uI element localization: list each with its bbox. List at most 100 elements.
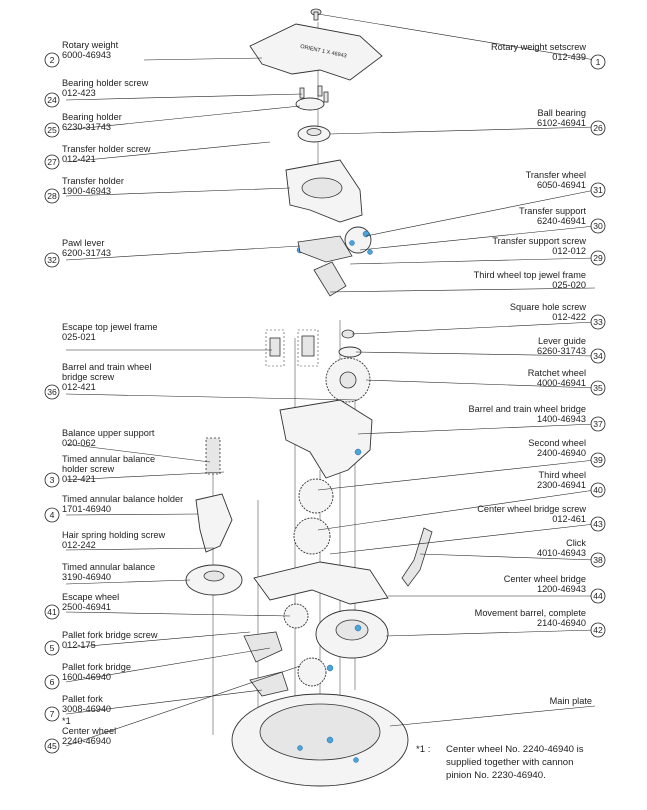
svg-text:31: 31 <box>593 185 603 195</box>
svg-text:30: 30 <box>593 221 603 231</box>
svg-text:012-439: 012-439 <box>552 52 586 62</box>
svg-text:1: 1 <box>596 57 601 67</box>
center-wheel-bridge-part <box>253 561 389 605</box>
svg-text:6102-46941: 6102-46941 <box>537 118 586 128</box>
barrel-bridge-part <box>279 399 373 479</box>
balance-holder-part <box>195 493 233 553</box>
svg-text:4000-46941: 4000-46941 <box>537 378 586 388</box>
svg-text:43: 43 <box>593 519 603 529</box>
svg-text:Center wheel bridge: Center wheel bridge <box>504 574 586 584</box>
svg-text:012-242: 012-242 <box>62 540 96 550</box>
svg-text:25: 25 <box>47 125 57 135</box>
movement-parts: ORIENT 1 X 46943 <box>185 8 433 787</box>
svg-text:012-421: 012-421 <box>62 382 96 392</box>
svg-text:025-021: 025-021 <box>62 332 96 342</box>
svg-text:Movement barrel, complete: Movement barrel, complete <box>475 608 586 618</box>
svg-text:Transfer holder: Transfer holder <box>62 176 124 186</box>
svg-text:3008-46940: 3008-46940 <box>62 704 111 714</box>
svg-text:Barrel and train wheel: Barrel and train wheel <box>62 362 151 372</box>
svg-text:6200-31743: 6200-31743 <box>62 248 111 258</box>
svg-text:pinion No. 2230-46940.: pinion No. 2230-46940. <box>446 770 546 781</box>
svg-text:Bearing holder screw: Bearing holder screw <box>62 78 149 88</box>
svg-text:Timed annular balance: Timed annular balance <box>62 454 155 464</box>
svg-text:6000-46943: 6000-46943 <box>62 50 111 60</box>
svg-text:42: 42 <box>593 625 603 635</box>
movement-barrel-part <box>315 609 389 659</box>
svg-text:2300-46941: 2300-46941 <box>537 480 586 490</box>
svg-text:holder screw: holder screw <box>62 464 114 474</box>
svg-text:40: 40 <box>593 485 603 495</box>
pawl-lever-part <box>297 235 353 263</box>
svg-text:34: 34 <box>593 351 603 361</box>
svg-text:3190-46940: 3190-46940 <box>62 572 111 582</box>
svg-text:39: 39 <box>593 455 603 465</box>
svg-text:Rotary weight setscrew: Rotary weight setscrew <box>491 42 586 52</box>
svg-text:4010-46943: 4010-46943 <box>537 548 586 558</box>
svg-text:41: 41 <box>47 607 57 617</box>
svg-text:44: 44 <box>593 591 603 601</box>
svg-text:*1: *1 <box>62 716 71 726</box>
svg-text:Pallet fork bridge: Pallet fork bridge <box>62 662 131 672</box>
svg-text:37: 37 <box>593 419 603 429</box>
svg-text:6230-31743: 6230-31743 <box>62 122 111 132</box>
svg-text:025-020: 025-020 <box>552 280 586 290</box>
svg-text:Pallet fork: Pallet fork <box>62 694 103 704</box>
svg-text:1200-46943: 1200-46943 <box>537 584 586 594</box>
svg-text:29: 29 <box>593 253 603 263</box>
svg-text:28: 28 <box>47 191 57 201</box>
svg-text:Main plate: Main plate <box>550 696 592 706</box>
svg-text:24: 24 <box>47 95 57 105</box>
svg-text:012-175: 012-175 <box>62 640 96 650</box>
svg-text:2: 2 <box>50 55 55 65</box>
svg-text:2500-46941: 2500-46941 <box>62 602 111 612</box>
svg-text:5: 5 <box>50 643 55 653</box>
bearing-holder-screws-part <box>299 85 329 103</box>
svg-text:Timed annular balance holder: Timed annular balance holder <box>62 494 183 504</box>
svg-text:Rotary weight: Rotary weight <box>62 40 119 50</box>
svg-text:Transfer support: Transfer support <box>519 206 587 216</box>
second-wheel-part <box>298 478 334 514</box>
svg-text:1701-46940: 1701-46940 <box>62 504 111 514</box>
svg-text:Click: Click <box>566 538 586 548</box>
svg-text:6240-46941: 6240-46941 <box>537 216 586 226</box>
svg-text:012-012: 012-012 <box>552 246 586 256</box>
svg-text:Ball bearing: Ball bearing <box>537 108 586 118</box>
svg-text:6: 6 <box>50 677 55 687</box>
svg-text:012-421: 012-421 <box>62 154 96 164</box>
callout-main-plate: Main plate <box>550 696 592 706</box>
svg-text:45: 45 <box>47 741 57 751</box>
svg-text:012-422: 012-422 <box>552 312 586 322</box>
svg-text:Center wheel bridge screw: Center wheel bridge screw <box>477 504 586 514</box>
svg-text:Square hole screw: Square hole screw <box>510 302 586 312</box>
svg-text:012-421: 012-421 <box>62 474 96 484</box>
svg-text:Ratchet wheel: Ratchet wheel <box>528 368 586 378</box>
svg-text:33: 33 <box>593 317 603 327</box>
svg-text:020-062: 020-062 <box>62 438 96 448</box>
leader-lines <box>65 13 596 747</box>
ball-bearing-part <box>297 125 331 143</box>
svg-text:3: 3 <box>50 475 55 485</box>
pallet-fork-part <box>249 671 289 697</box>
rotary-weight-part <box>249 23 383 81</box>
